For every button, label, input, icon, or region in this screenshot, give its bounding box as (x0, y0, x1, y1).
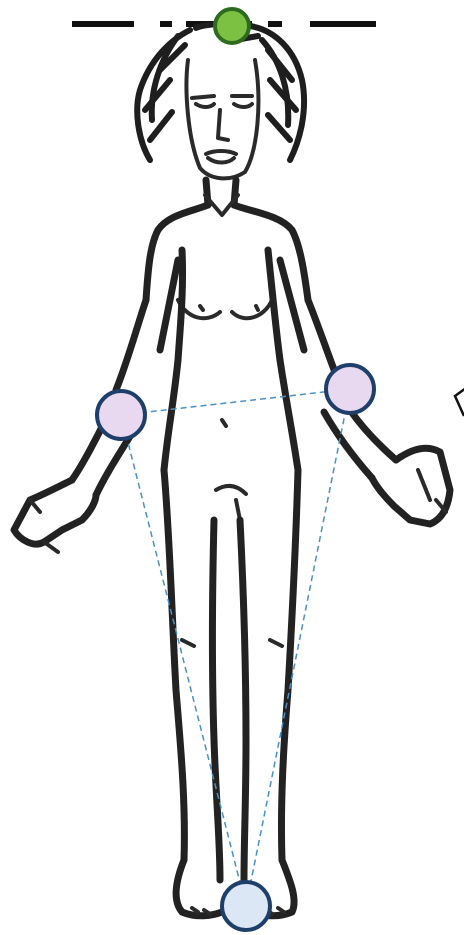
legs-sketch (164, 470, 298, 916)
human-figure-sketch (14, 24, 450, 916)
markers (97, 9, 374, 930)
face-sketch (187, 60, 259, 178)
torso-sketch (146, 180, 308, 520)
head-marker (215, 9, 249, 43)
wrist-to-wrist-connector (121, 389, 350, 415)
left-wrist-marker (97, 391, 145, 439)
ankles-marker (222, 882, 270, 930)
arms-sketch (14, 260, 450, 552)
right-wrist-marker (326, 365, 374, 413)
connector-lines (121, 389, 350, 906)
pointer-triangle-icon (455, 388, 464, 416)
